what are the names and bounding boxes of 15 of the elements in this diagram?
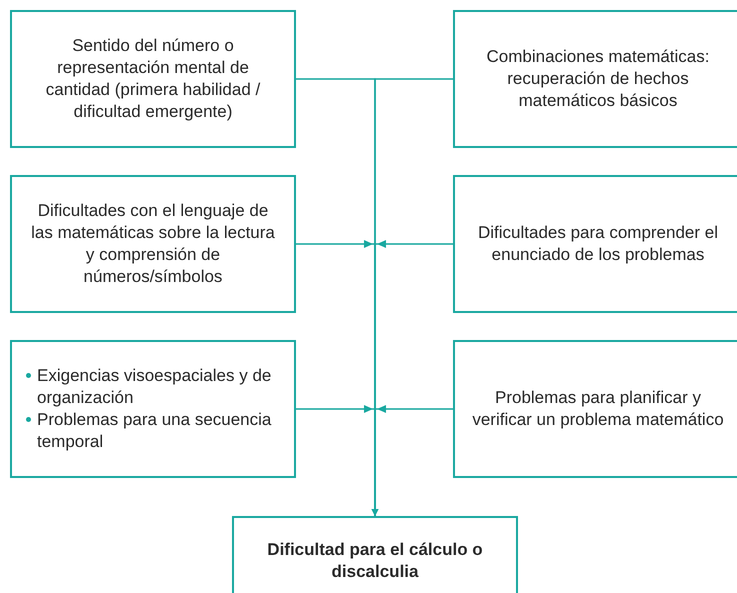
box-text: Dificultades con el lenguaje de las matemáticas sobre la lectura y comprensión de números/símbolos — [30, 200, 276, 288]
process-box — [232, 516, 518, 593]
box-text: Sentido del número o representación mental de cantidad (primera habilidad / dificultad emergente) — [44, 34, 262, 124]
process-box — [453, 10, 737, 148]
box-text: Dificultades para comprender el enunciado de los problemas — [476, 222, 719, 266]
box-text: Dificultad para el cálculo o discalculia — [266, 538, 484, 583]
list-item-text: Exigencias visoespaciales y de organización — [37, 364, 272, 409]
process-box — [453, 175, 737, 313]
process-box — [10, 340, 296, 478]
process-box — [10, 175, 296, 313]
box-text: Problemas para planificar y verificar un problema matemático — [471, 386, 725, 431]
process-box — [10, 10, 296, 148]
process-box — [453, 340, 737, 478]
list-item-text: Problemas para una secuencia temporal — [37, 409, 272, 454]
box-text: Combinaciones matemáticas: recuperación de hechos matemáticos básicos — [486, 46, 710, 112]
